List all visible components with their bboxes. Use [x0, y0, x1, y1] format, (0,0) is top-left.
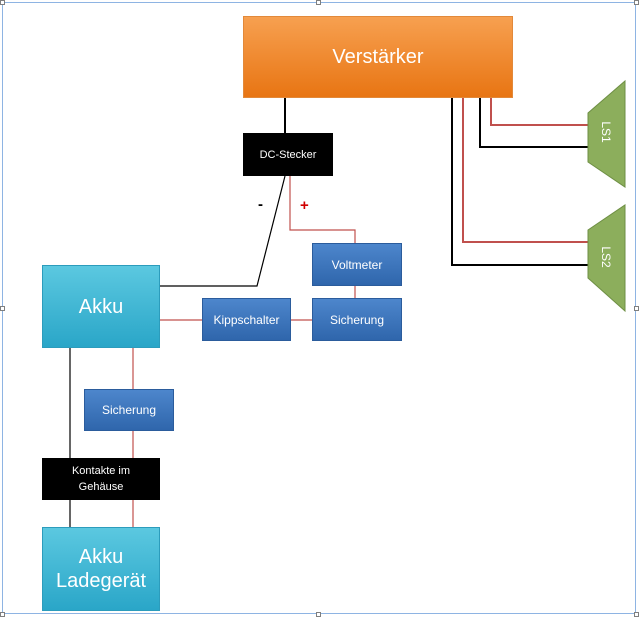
- block-kippschalter-label: Kippschalter: [213, 312, 280, 327]
- resize-handle-bottom-right[interactable]: [634, 612, 639, 617]
- resize-handle-bottom[interactable]: [316, 612, 321, 617]
- resize-handle-bottom-left[interactable]: [0, 612, 5, 617]
- wire-ls1-positive: [490, 98, 588, 126]
- wire-ls2-positive: [462, 98, 588, 243]
- block-akku-label: Akku: [78, 295, 124, 318]
- block-kippschalter[interactable]: Kippschalter: [202, 298, 291, 341]
- block-sicherung-right-label: Sicherung: [329, 312, 385, 327]
- speaker-ls2-label: LS2: [599, 246, 613, 268]
- block-kontakte-label: Kontakte im Gehäuse: [71, 465, 131, 493]
- block-dc-stecker[interactable]: DC-Stecker: [243, 133, 333, 176]
- wire-ls1-negative: [479, 98, 588, 148]
- block-ladegeraet-label-line2: Ladegerät: [55, 570, 147, 592]
- wire-negative-akku: [160, 175, 286, 287]
- block-voltmeter[interactable]: Voltmeter: [312, 243, 402, 286]
- resize-handle-top[interactable]: [316, 0, 321, 5]
- resize-handle-left[interactable]: [0, 306, 5, 311]
- block-akku-ladegeraet[interactable]: Akku Ladegerät: [42, 527, 160, 611]
- speaker-ls1-shape: [587, 79, 626, 188]
- resize-handle-top-left[interactable]: [0, 0, 5, 5]
- polarity-plus: +: [300, 197, 309, 214]
- block-verstaerker-label: Verstärker: [332, 45, 424, 68]
- block-ladegeraet-label-line1: Akku: [78, 546, 124, 568]
- wire-ls2-negative: [451, 98, 588, 266]
- polarity-minus: -: [258, 196, 263, 213]
- block-sicherung-left[interactable]: Sicherung: [84, 389, 174, 431]
- speaker-ls1-label: LS1: [599, 121, 613, 143]
- resize-handle-right[interactable]: [634, 306, 639, 311]
- block-voltmeter-label: Voltmeter: [331, 257, 383, 272]
- resize-handle-top-right[interactable]: [634, 0, 639, 5]
- wire-positive-voltmeter: [289, 176, 356, 243]
- block-sicherung-right[interactable]: Sicherung: [312, 298, 402, 341]
- block-dc-stecker-label: DC-Stecker: [259, 148, 317, 161]
- block-verstaerker[interactable]: Verstärker: [243, 16, 513, 98]
- speaker-ls2-shape: [587, 204, 626, 313]
- block-akku[interactable]: Akku: [42, 265, 160, 348]
- block-sicherung-left-label: Sicherung: [101, 403, 157, 417]
- block-kontakte-im-gehaeuse[interactable]: Kontakte im Gehäuse: [42, 458, 160, 500]
